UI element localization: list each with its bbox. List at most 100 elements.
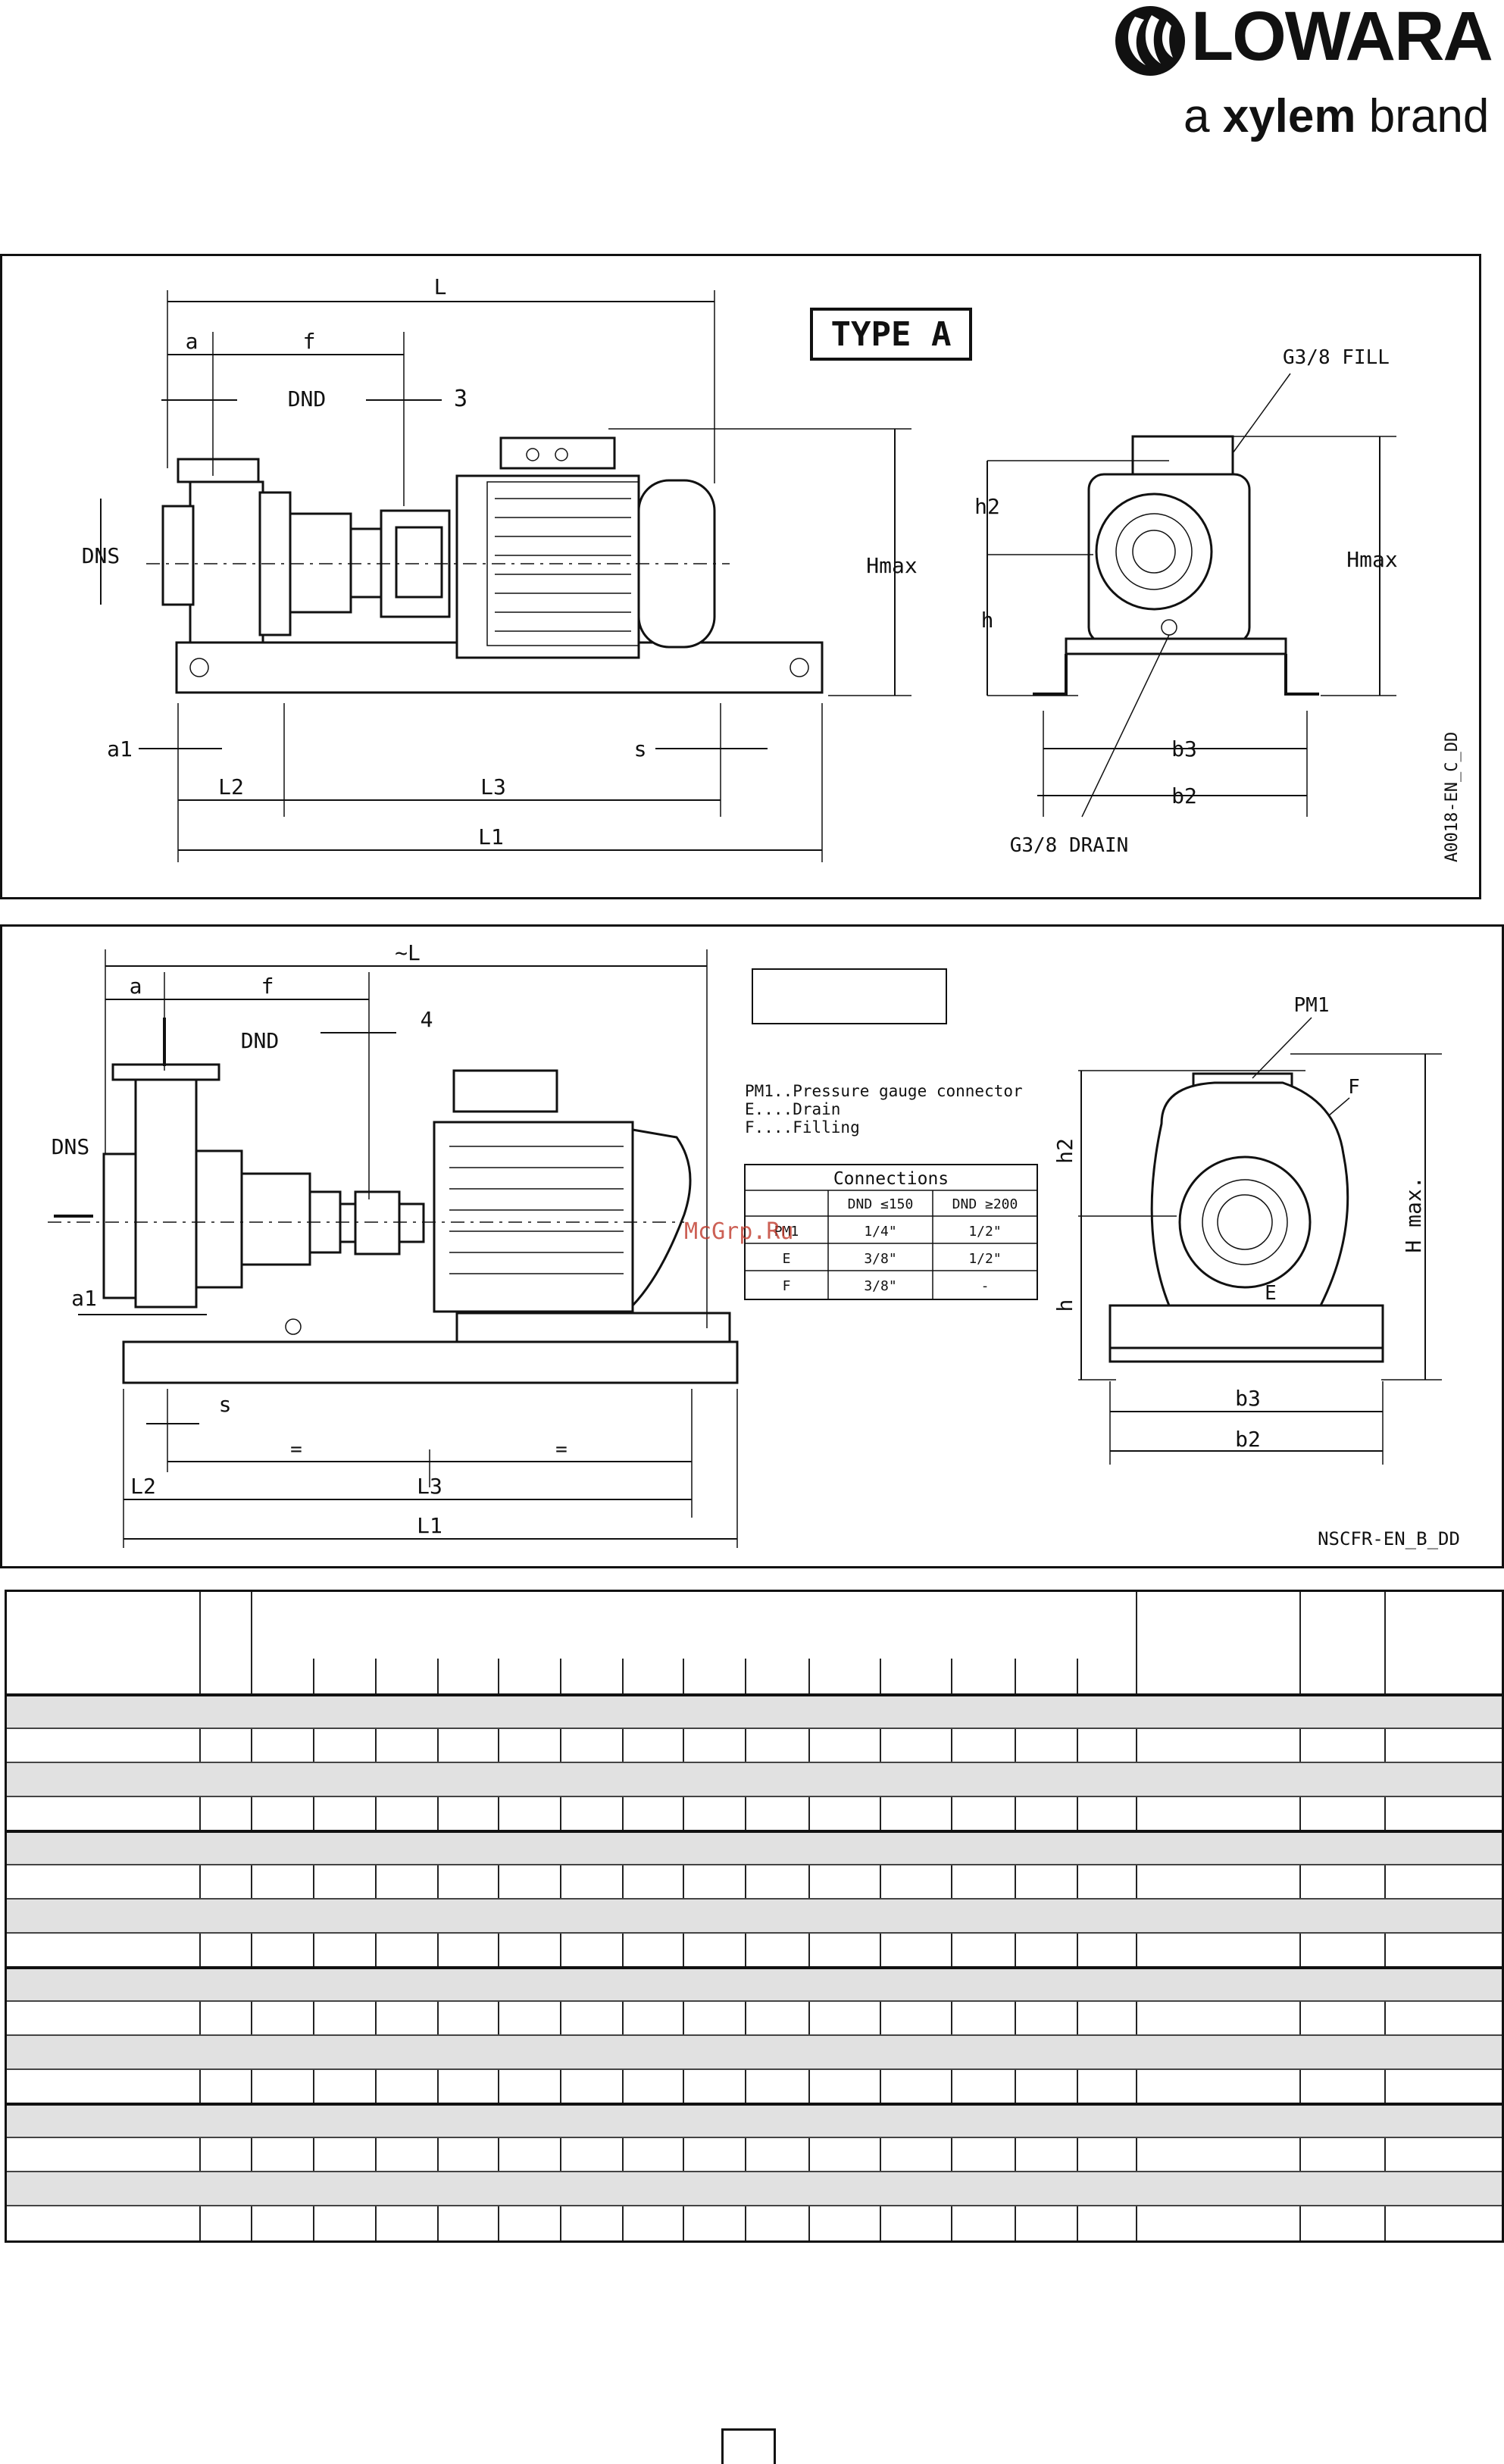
dim-a: a [186,329,199,354]
dim-DNS-b: DNS [52,1134,90,1159]
empty-title-box [752,968,947,1024]
col-divider [313,1659,314,2240]
dimension-table [5,1590,1504,2243]
tagline-prefix: a [1184,90,1223,142]
dim-L-approx: ~L [395,940,421,965]
dim-L2: L2 [218,774,244,799]
type-b-drawing: ~L a f 4 DND DNS a1 s = = L2 L3 L1 P [48,940,1460,1549]
logo-word: LOWARA [1191,0,1493,75]
tagline-bold: xylem [1222,90,1356,142]
dim-L1: L1 [478,824,504,849]
dim-4: 4 [421,1007,433,1032]
dim-Hmax: Hmax [866,553,917,578]
dim-b3: b3 [1171,736,1197,761]
dim-h2-b: h2 [1052,1138,1077,1164]
dim-h-b: h [1052,1299,1077,1312]
dim-h: h [981,608,994,633]
table-row [7,1796,1502,1830]
brand-tagline: a xylem brand [1184,89,1489,143]
conn-row-label: PM1 [774,1224,799,1240]
dim-L3-b: L3 [417,1474,442,1499]
dim-b2: b2 [1171,783,1197,808]
table-row [7,1728,1502,1762]
drawing-panel-type-a: TYPE A L a [0,254,1481,899]
label-E: E [1265,1282,1277,1305]
table-row [7,1966,1502,2000]
label-F: F [1348,1076,1360,1099]
dim-s-b: s [219,1392,232,1417]
brand-logo: LOWARA a xylem brand [1112,0,1504,159]
type-a-drawing: TYPE A L a [82,274,1462,862]
conn-row-v2: 1/2" [968,1224,1001,1240]
legend-e: E....Drain [745,1100,840,1118]
col-divider [437,1659,439,2240]
tagline-suffix: brand [1355,90,1490,142]
dim-Hmax-b: H max. [1401,1176,1426,1252]
watermark: McGrp.Ru [684,1218,794,1245]
table-row [7,1762,1502,1796]
lowara-drop-icon [1115,6,1185,76]
dim-L: L [434,274,447,299]
col-divider [1015,1659,1016,2240]
table-row [7,1693,1502,1728]
legend-f: F....Filling [745,1118,860,1137]
fill-callout: G3/8 FILL [1283,346,1390,369]
table-row [7,1898,1502,1932]
conn-row-v1: 1/4" [864,1224,896,1240]
conn-row-label: E [783,1251,791,1267]
table-row [7,2068,1502,2103]
table-row [7,2137,1502,2171]
conn-row-v1: 3/8" [864,1278,896,1294]
connections-col1: DND ≤150 [848,1196,914,1212]
conn-row-v1: 3/8" [864,1251,896,1267]
label-PM1: PM1 [1294,994,1330,1017]
connections-table [744,1164,1038,1300]
table-row [7,1864,1502,1898]
dim-DNS: DNS [82,543,120,568]
dim-Hmax-side: Hmax [1346,547,1397,572]
dim-a1-b: a1 [71,1286,97,1311]
dim-a-b: a [130,974,142,999]
type-a-label: TYPE A [831,315,952,354]
connections-col2: DND ≥200 [952,1196,1018,1212]
connections-title: Connections [833,1169,949,1189]
dim-eq-2: = [555,1438,568,1461]
col-divider [375,1659,377,2240]
legend-pm1: PM1..Pressure gauge connector [745,1082,1023,1100]
table-row [7,2205,1502,2239]
drawing-panel-type-b: ~L a f 4 DND DNS a1 s = = L2 L3 L1 P [0,924,1504,1568]
col-divider [808,1659,810,2240]
drain-callout: G3/8 DRAIN [1010,834,1129,857]
table-row [7,2000,1502,2034]
page-number-box [721,2428,776,2464]
dim-f-b: f [261,974,274,999]
dim-b2-b: b2 [1235,1427,1261,1452]
dim-DND-b: DND [241,1028,280,1053]
col-divider [498,1659,499,2240]
dim-L2-b: L2 [130,1474,156,1499]
table-row [7,1932,1502,1966]
dim-f: f [303,329,316,354]
col-divider [745,1659,746,2240]
table-row [7,1830,1502,1864]
col-divider [560,1659,561,2240]
table-row [7,2034,1502,2068]
dim-eq-1: = [290,1438,302,1461]
dim-s: s [634,736,647,761]
table-row [7,2103,1502,2137]
col-divider [1077,1659,1078,2240]
conn-row-label: F [783,1278,791,1294]
col-divider [951,1659,952,2240]
dim-b3-b: b3 [1235,1386,1261,1411]
col-divider [880,1659,881,2240]
panel-b-drawing-code: NSCFR-EN_B_DD [1318,1528,1460,1549]
dim-L1-b: L1 [417,1513,442,1538]
dim-L3: L3 [480,774,506,799]
dim-h2: h2 [974,494,1000,519]
table-row [7,2171,1502,2205]
conn-row-v2: 1/2" [968,1251,1001,1267]
dim-3: 3 [454,386,467,412]
col-divider [683,1659,684,2240]
col-divider [622,1659,624,2240]
panel-a-drawing-code: A0018-EN_C_DD [1443,732,1462,862]
